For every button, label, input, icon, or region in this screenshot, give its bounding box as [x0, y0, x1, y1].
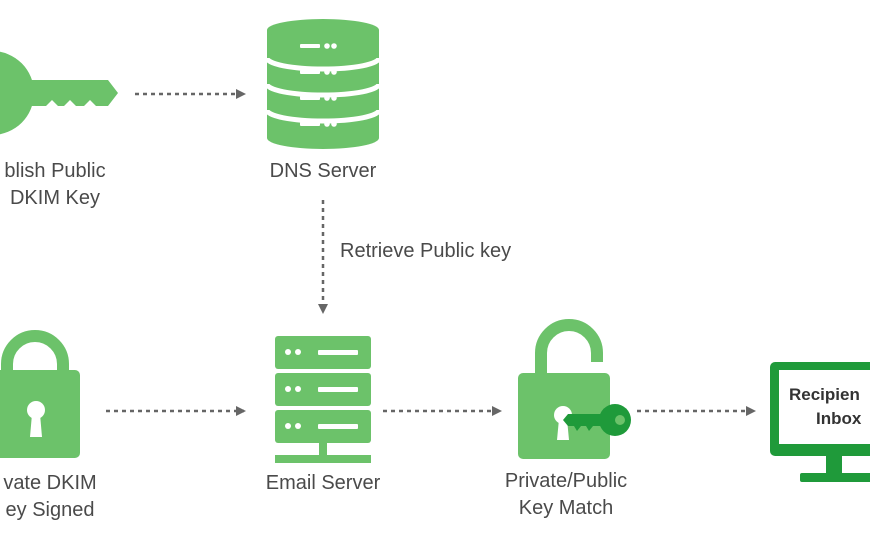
recipient-inbox-label: Recipien Inbox [779, 383, 870, 431]
key-match-label: Private/Public Key Match [486, 468, 646, 522]
open-padlock-key-icon [518, 319, 631, 459]
private-signed-label: vate DKIM ey Signed [0, 470, 130, 524]
publish-key-label: blish Public DKIM Key [0, 158, 130, 212]
padlock-icon [0, 330, 80, 458]
key-icon [0, 51, 118, 135]
recipient-inbox-line-2: Inbox [816, 409, 862, 428]
private-signed-line-2: ey Signed [5, 499, 95, 521]
publish-key-line-1: blish Public [4, 160, 106, 182]
retrieve-public-key-label: Retrieve Public key [340, 240, 512, 262]
email-server-label: Email Server [265, 472, 381, 494]
private-signed-line-1: vate DKIM [3, 472, 97, 494]
server-rack-icon [275, 336, 371, 463]
publish-key-line-2: DKIM Key [9, 187, 101, 209]
key-match-line-1: Private/Public [504, 470, 628, 492]
key-match-line-2: Key Match [518, 497, 614, 519]
recipient-inbox-line-1: Recipien [789, 385, 860, 404]
flow-arrows [106, 89, 756, 416]
database-icon [264, 19, 382, 149]
monitor-icon [770, 362, 870, 482]
dns-server-label: DNS Server [269, 160, 377, 182]
